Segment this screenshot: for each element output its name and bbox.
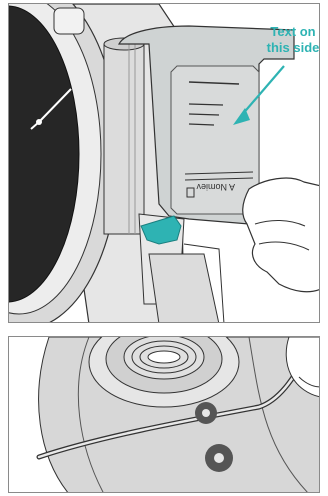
callout-text: Text on this side — [253, 24, 320, 56]
label-roll — [103, 37, 145, 235]
hand — [285, 337, 319, 398]
illustration-label-path — [8, 336, 320, 493]
callout-line-1: Text on — [270, 24, 316, 39]
label-text: A Nomiev — [196, 182, 235, 192]
clock-hand — [38, 88, 72, 123]
label-path-drawing — [36, 337, 319, 492]
callout-arrow — [233, 65, 285, 125]
label-square — [186, 187, 195, 198]
illustration-insert-label: A Nomiev Text on this side — [8, 3, 320, 323]
marker-ring-2 — [205, 444, 233, 472]
label-strip: A Nomiev — [118, 25, 295, 225]
highlight-tab — [140, 215, 182, 245]
callout-line-2: this side — [266, 40, 320, 55]
crown-knob — [53, 7, 85, 35]
hand — [242, 177, 319, 293]
spool-top — [88, 337, 240, 408]
marker-ring-1 — [195, 402, 217, 424]
round-device — [9, 4, 120, 322]
label-insertion-drawing: A Nomiev — [9, 4, 319, 322]
